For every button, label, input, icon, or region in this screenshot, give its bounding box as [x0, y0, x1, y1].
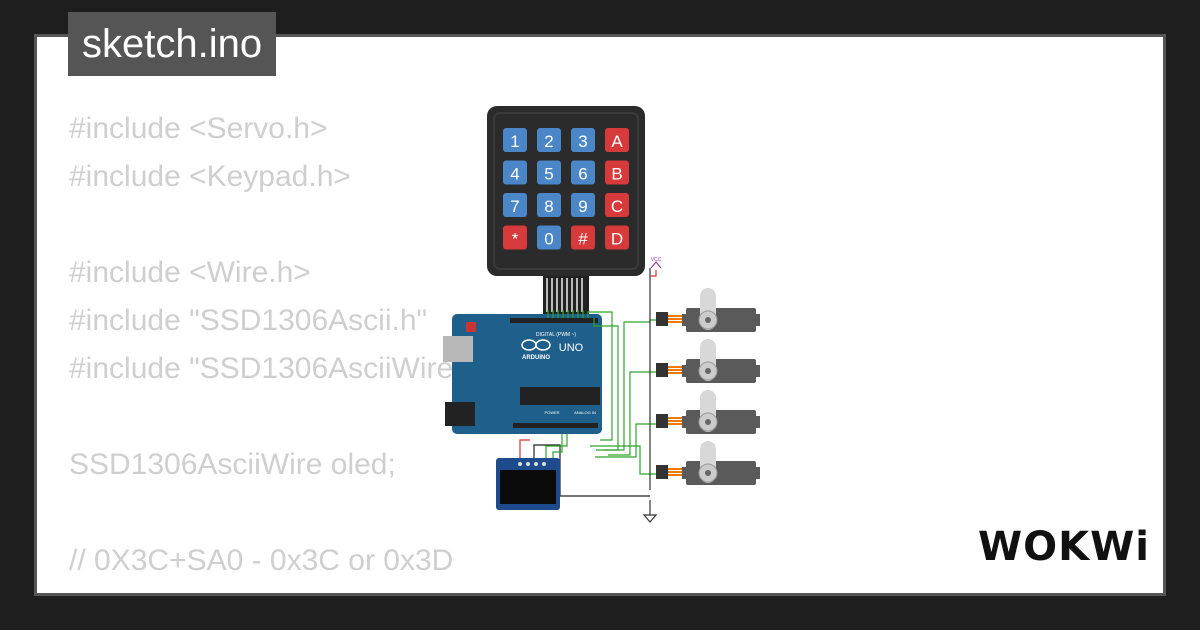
- code-line: #include "SSD1306Ascii.h": [69, 304, 428, 337]
- keypad-key[interactable]: 2: [537, 128, 561, 152]
- reset-button[interactable]: [466, 322, 476, 332]
- code-line: #include <Servo.h>: [69, 112, 328, 145]
- svg-text:WOKWi: WOKWi: [978, 524, 1148, 570]
- code-line: SSD1306AsciiWire oled;: [69, 448, 396, 481]
- code-line: // 0X3C+SA0 - 0x3C or 0x3D: [69, 544, 454, 577]
- vcc-label: VCC: [651, 257, 662, 263]
- code-line: #define I2C_ADDRESS 0x3C: [69, 585, 489, 593]
- arduino-model: UNO: [559, 342, 584, 354]
- analog-label: ANALOG IN: [574, 410, 596, 415]
- ground-icon: [642, 514, 658, 523]
- keypad-key[interactable]: 5: [537, 160, 561, 185]
- servo-wires: [587, 268, 657, 515]
- svg-text:5: 5: [544, 165, 553, 184]
- keypad-key[interactable]: 6: [571, 160, 595, 185]
- svg-text:2: 2: [544, 132, 553, 151]
- keypad-key[interactable]: 7: [503, 193, 527, 217]
- svg-text:6: 6: [578, 165, 587, 184]
- servo-motor[interactable]: [656, 390, 760, 434]
- keypad-key[interactable]: 9: [571, 193, 595, 217]
- svg-text:A: A: [611, 132, 623, 151]
- power-label: POWER: [544, 410, 559, 415]
- svg-text:8: 8: [544, 197, 553, 216]
- svg-text:C: C: [611, 197, 623, 216]
- keypad-key[interactable]: 3: [571, 128, 595, 152]
- arduino-brand: ARDUINO: [522, 355, 550, 361]
- servo-motor[interactable]: [656, 441, 760, 485]
- keypad-key[interactable]: 0: [537, 225, 561, 250]
- keypad-key[interactable]: 8: [537, 193, 561, 217]
- wokwi-logo: WOKWi: [978, 522, 1149, 575]
- svg-text:1: 1: [510, 132, 519, 151]
- svg-text:3: 3: [578, 132, 587, 151]
- keypad-key[interactable]: A: [605, 128, 629, 152]
- keypad[interactable]: 1 2 3 A 4 5 6 B 7 8 9 C * 0 # D: [487, 106, 645, 314]
- svg-text:D: D: [611, 230, 623, 249]
- oled-display[interactable]: [496, 434, 650, 510]
- keypad-key[interactable]: 4: [503, 160, 527, 185]
- servo-motor[interactable]: [656, 339, 760, 383]
- arduino-uno[interactable]: DIGITAL (PWM ~) ARDUINO UNO POWER ANALOG…: [443, 314, 602, 434]
- keypad-wires: [547, 310, 584, 318]
- digital-label: DIGITAL (PWM ~): [536, 332, 576, 338]
- svg-text:*: *: [512, 230, 519, 249]
- keypad-key[interactable]: B: [605, 160, 629, 185]
- svg-text:7: 7: [510, 197, 519, 216]
- svg-text:0: 0: [544, 230, 553, 249]
- svg-text:9: 9: [578, 197, 587, 216]
- code-line: #include <Keypad.h>: [69, 160, 351, 193]
- code-line: #include <Wire.h>: [69, 256, 311, 289]
- keypad-key[interactable]: C: [605, 193, 629, 217]
- vcc-symbol: VCC: [650, 257, 662, 269]
- code-line: #include "SSD1306AsciiWire.h": [69, 352, 489, 385]
- svg-text:4: 4: [510, 165, 519, 184]
- svg-text:B: B: [611, 165, 622, 184]
- keypad-key[interactable]: *: [503, 225, 527, 250]
- keypad-key[interactable]: D: [605, 225, 629, 250]
- keypad-key[interactable]: #: [571, 225, 595, 250]
- servo-motor[interactable]: [656, 288, 760, 332]
- code-preview: #include <Servo.h> #include <Keypad.h> #in…: [69, 105, 489, 593]
- svg-text:#: #: [578, 230, 588, 249]
- file-tab[interactable]: sketch.ino: [68, 12, 277, 76]
- keypad-key[interactable]: 1: [503, 128, 527, 152]
